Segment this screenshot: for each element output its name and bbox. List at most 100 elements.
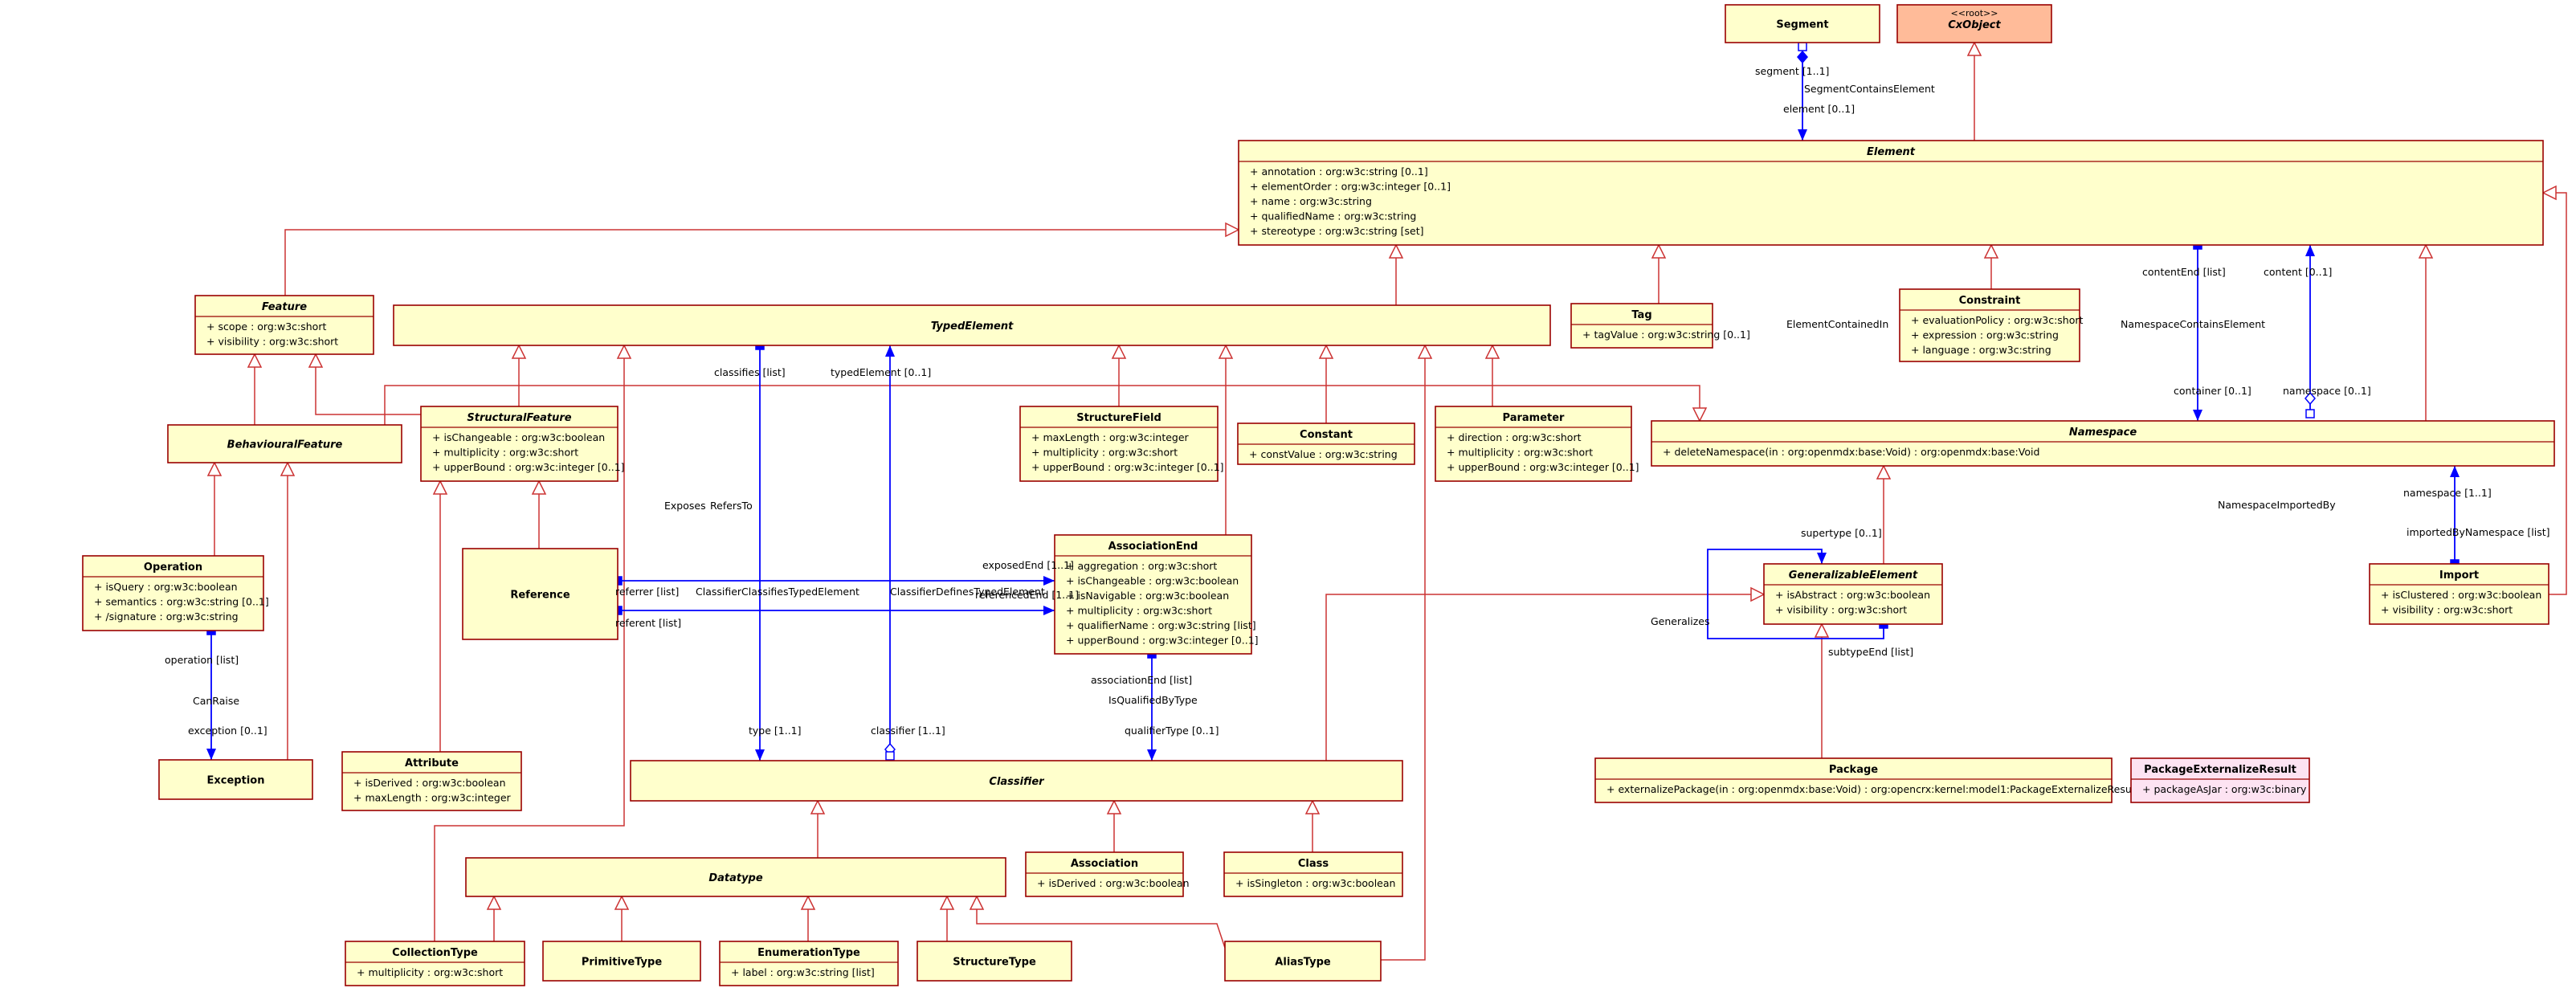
- class-aliastype[interactable]: AliasType: [1224, 941, 1382, 982]
- class-constraint[interactable]: Constraint+ evaluationPolicy : org:w3c:s…: [1899, 288, 2084, 362]
- class-primitivetype[interactable]: PrimitiveType: [542, 941, 701, 982]
- generalization-collectiontype-to-datatype: [486, 895, 502, 941]
- association-can-raise: [206, 626, 216, 760]
- association-line: [1707, 549, 1884, 639]
- generalization-structurefield-to-typedelement: [1111, 344, 1127, 406]
- generalization-parameter-to-typedelement: [1484, 344, 1500, 406]
- class-name: PackageExternalizeResult: [2144, 764, 2296, 776]
- class-name: Tag: [1631, 309, 1651, 321]
- generalization-association-to-classifier: [1106, 799, 1122, 852]
- class-behaviouralfeature[interactable]: BehaviouralFeature: [167, 424, 402, 463]
- class-structuretype[interactable]: StructureType: [917, 941, 1072, 982]
- generalization-line: [315, 354, 421, 415]
- class-exception[interactable]: Exception: [158, 759, 313, 800]
- class-box: [1896, 4, 2052, 43]
- class-box: [1651, 420, 2555, 467]
- class-collectiontype[interactable]: CollectionType+ multiplicity : org:w3c:s…: [345, 941, 525, 986]
- segment-end-marker: [1798, 42, 1807, 51]
- generalization-arrowhead: [1304, 799, 1321, 814]
- class-attribute: + multiplicity : org:w3c:short: [1031, 447, 1178, 459]
- class-feature[interactable]: Feature+ scope : org:w3c:short+ visibili…: [194, 295, 374, 355]
- class-packageexternalizeresult[interactable]: PackageExternalizeResult+ packageAsJar :…: [2130, 757, 2310, 803]
- class-attribute: + isDerived : org:w3c:boolean: [1037, 877, 1190, 889]
- class-attribute: + isChangeable : org:w3c:boolean: [432, 431, 605, 443]
- class-attribute: + qualifierName : org:w3c:string [list]: [1066, 619, 1256, 631]
- class-attribute: + maxLength : org:w3c:integer: [1031, 431, 1190, 443]
- association-end-label: segment [1..1]: [1755, 65, 1829, 77]
- class-segment[interactable]: Segment: [1725, 4, 1880, 43]
- class-attribute: + upperBound : org:w3c:integer [0..1]: [432, 461, 625, 473]
- class-typedelement[interactable]: TypedElement: [393, 304, 1551, 346]
- class-attribute: + visibility : org:w3c:short: [2381, 604, 2513, 616]
- class-constant[interactable]: Constant+ constValue : org:w3c:string: [1237, 423, 1415, 465]
- generalization-structuralfeature-to-typedelement: [511, 344, 527, 406]
- class-parameter[interactable]: Parameter+ direction : org:w3c:short+ mu…: [1435, 406, 1639, 482]
- class-attribute: + language : org:w3c:string: [1911, 344, 2051, 356]
- class-element[interactable]: Element+ annotation : org:w3c:string [0.…: [1238, 140, 2544, 246]
- class-attribute: + isChangeable : org:w3c:boolean: [1066, 575, 1239, 587]
- class-tag[interactable]: Tag+ tagValue : org:w3c:string [0..1]: [1570, 303, 1750, 349]
- generalization-arrowhead: [531, 480, 547, 495]
- class-name: PrimitiveType: [582, 957, 662, 969]
- class-box: [393, 304, 1551, 346]
- generalization-arrowhead: [247, 353, 263, 368]
- class-attribute[interactable]: Attribute+ isDerived : org:w3c:boolean+ …: [341, 751, 522, 811]
- class-name: BehaviouralFeature: [227, 439, 343, 451]
- class-name: Parameter: [1503, 412, 1566, 424]
- class-attribute: + isAbstract : org:w3c:boolean: [1775, 589, 1930, 601]
- generalization-generalizableelement-to-namespace: [1876, 464, 1892, 564]
- generalization-arrowhead: [1106, 799, 1122, 814]
- generalization-arrowhead: [1417, 344, 1433, 359]
- generalization-arrowhead: [939, 895, 955, 910]
- class-stereotype: <<root>>: [1951, 8, 1998, 18]
- generalization-arrowhead: [1983, 243, 1999, 259]
- class-import[interactable]: Import+ isClustered : org:w3c:boolean+ v…: [2369, 563, 2549, 625]
- class-attribute: + annotation : org:w3c:string [0..1]: [1250, 165, 1428, 178]
- generalization-arrowhead: [1966, 41, 1982, 56]
- generalization-arrowhead: [1318, 344, 1334, 359]
- generalization-arrowhead: [1111, 344, 1127, 359]
- class-structurefield[interactable]: StructureField+ maxLength : org:w3c:inte…: [1019, 406, 1224, 482]
- class-class[interactable]: Class+ isSingleton : org:w3c:boolean: [1223, 851, 1403, 897]
- class-classifier[interactable]: Classifier: [630, 760, 1403, 802]
- composition-diamond: [1797, 50, 1808, 64]
- association-end-label: typedElement [0..1]: [831, 366, 931, 378]
- class-box: [82, 555, 264, 631]
- association-end-label: classifier [1..1]: [871, 725, 945, 737]
- generalization-typedelement-to-element: [1388, 243, 1404, 305]
- class-associationend[interactable]: AssociationEnd+ aggregation : org:w3c:sh…: [1054, 534, 1259, 655]
- class-box: [194, 295, 374, 355]
- namespace-end-marker: [2305, 409, 2315, 418]
- generalization-line: [1325, 594, 1764, 761]
- generalization-line: [976, 896, 1226, 949]
- generalization-arrowhead: [800, 895, 816, 910]
- association-name: Exposes: [664, 500, 706, 512]
- association-end-label: referencedEnd [1..1]: [975, 589, 1079, 601]
- generalization-arrowhead: [308, 353, 324, 368]
- class-package[interactable]: Package+ externalizePackage(in : org:ope…: [1594, 757, 2138, 803]
- class-reference[interactable]: Reference: [462, 548, 618, 640]
- generalization-arrowhead: [1876, 464, 1892, 480]
- generalization-arrowhead: [511, 344, 527, 359]
- generalization-aliastype-to-typedelement: [1381, 344, 1433, 961]
- class-box: [1238, 140, 2544, 246]
- class-attribute: + upperBound : org:w3c:integer [0..1]: [1031, 461, 1224, 473]
- class-cxobject[interactable]: <<root>>CxObject: [1896, 4, 2052, 43]
- association-end-label: supertype [0..1]: [1801, 527, 1882, 539]
- class-namespace[interactable]: Namespace+ deleteNamespace(in : org:open…: [1651, 420, 2555, 467]
- class-box: [420, 406, 618, 482]
- generalization-operation-to-behaviouralfeature: [206, 461, 222, 556]
- class-box: [1019, 406, 1219, 482]
- generalization-arrowhead: [1225, 222, 1240, 238]
- class-structuralfeature[interactable]: StructuralFeature+ isChangeable : org:w3…: [420, 406, 625, 482]
- class-association[interactable]: Association+ isDerived : org:w3c:boolean: [1025, 851, 1190, 897]
- association-segment-contains-element: [1797, 50, 1808, 141]
- association-arrowhead: [755, 749, 765, 761]
- class-operation[interactable]: Operation+ isQuery : org:w3c:boolean+ se…: [82, 555, 269, 631]
- class-attribute: + isQuery : org:w3c:boolean: [94, 581, 238, 593]
- class-generalizableelement[interactable]: GeneralizableElement+ isAbstract : org:w…: [1763, 563, 1943, 625]
- class-datatype[interactable]: Datatype: [465, 857, 1006, 897]
- class-enumerationtype[interactable]: EnumerationType+ label : org:w3c:string …: [719, 941, 899, 986]
